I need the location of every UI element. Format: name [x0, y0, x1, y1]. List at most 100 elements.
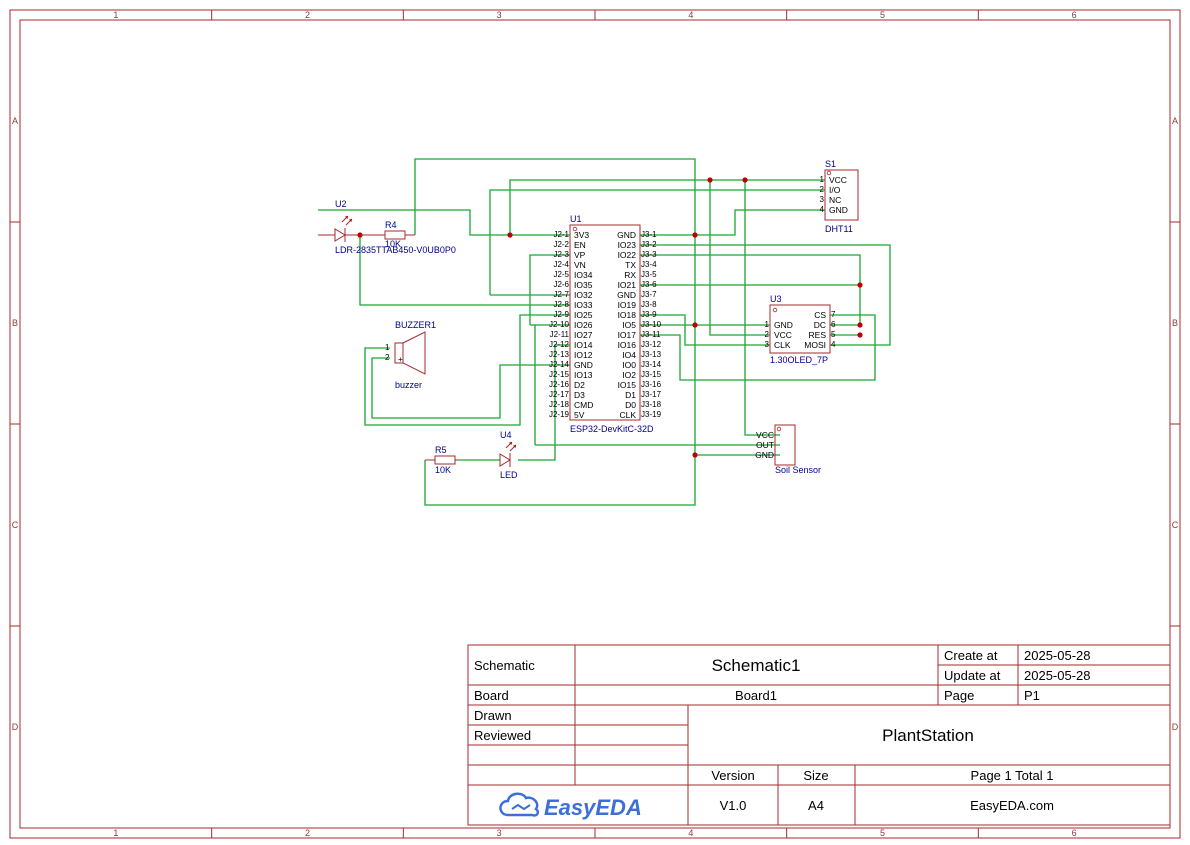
u1-left-pin-number: J2-16 — [549, 380, 570, 389]
s1-pin-name: I/O — [829, 185, 841, 195]
u1-left-pin-number: J2-17 — [549, 390, 570, 399]
wire — [640, 314, 770, 346]
column-label-top: 6 — [1072, 10, 1077, 20]
u1-right-pin-number: J3-7 — [641, 290, 657, 299]
wire — [509, 179, 825, 235]
u1-left-pin-name: GND — [574, 360, 593, 370]
wire — [424, 455, 696, 506]
row-label-left: B — [12, 318, 18, 328]
buzzer-component[interactable]: BUZZER1 1 2 + buzzer — [385, 320, 436, 390]
led-component[interactable]: U4 LED — [499, 430, 518, 480]
u1-left-pin-name: CMD — [574, 400, 593, 410]
u4-designator: U4 — [500, 430, 512, 440]
s1-pin-number: 4 — [820, 205, 825, 214]
junction — [742, 177, 748, 183]
u1-right-pin-name: D0 — [625, 400, 636, 410]
s1-pin-number: 1 — [820, 175, 825, 184]
column-label-bottom: 6 — [1072, 828, 1077, 838]
u1-right-pin-name: D1 — [625, 390, 636, 400]
row-label-right: B — [1172, 318, 1178, 328]
u1-left-pin-number: J2-15 — [549, 370, 570, 379]
u1-left-pin-name: D3 — [574, 390, 585, 400]
wire — [489, 189, 825, 295]
resistor-r5[interactable]: R5 10K — [425, 445, 458, 475]
u1-left-pin-number: J2-5 — [553, 270, 569, 279]
tb-page-value: P1 — [1024, 688, 1040, 703]
column-label-top: 3 — [497, 10, 502, 20]
u1-right-pin-name: IO5 — [622, 320, 636, 330]
u3-left-pin-number: 2 — [765, 330, 770, 339]
u1-right-pin-number: J3-1 — [641, 230, 657, 239]
r4-value: 10K — [385, 239, 401, 249]
u3-left-pin-name: VCC — [774, 330, 792, 340]
u1-right-pin-number: J3-18 — [641, 400, 662, 409]
cloud-icon — [499, 792, 540, 817]
easyeda-logo: EasyEDA — [499, 792, 642, 820]
esp32-devkit-component[interactable]: U1 ESP32-DevKitC-32D 3V3J2-1ENJ2-2VPJ2-3… — [549, 214, 662, 434]
resistor-r4[interactable]: R4 10K — [360, 220, 415, 249]
u1-right-pin-number: J3-12 — [641, 340, 662, 349]
u3-right-pin-number: 4 — [831, 340, 836, 349]
u1-left-pin-number: J2-3 — [553, 250, 569, 259]
tb-update-label: Update at — [944, 668, 1001, 683]
u1-right-pin-name: IO17 — [618, 330, 637, 340]
u2-designator: U2 — [335, 199, 347, 209]
row-label-left: C — [12, 520, 19, 530]
wire — [640, 244, 891, 346]
u1-right-pin-number: J3-13 — [641, 350, 662, 359]
column-label-top: 4 — [688, 10, 693, 20]
u1-left-pin-name: 3V3 — [574, 230, 589, 240]
r5-value: 10K — [435, 465, 451, 475]
junction — [707, 177, 713, 183]
column-label-bottom: 3 — [497, 828, 502, 838]
row-label-left: A — [12, 116, 18, 126]
junction — [857, 282, 863, 288]
u1-left-pin-name: IO32 — [574, 290, 593, 300]
tb-version-label: Version — [711, 768, 754, 783]
junction — [692, 452, 698, 458]
row-label-right: A — [1172, 116, 1178, 126]
u4-name: LED — [500, 470, 518, 480]
title-block: Schematic Schematic1 Create at 2025-05-2… — [467, 644, 1171, 826]
u1-left-pin-name: IO25 — [574, 310, 593, 320]
u1-name: ESP32-DevKitC-32D — [570, 424, 654, 434]
s1-pin-number: 2 — [820, 185, 825, 194]
s1-pin-name: GND — [829, 205, 848, 215]
u1-right-pin-name: IO15 — [618, 380, 637, 390]
ldr-component[interactable]: U2 LDR-2835TTAB450-V0UB0P0 — [318, 199, 456, 255]
wire — [744, 180, 780, 436]
u1-right-pin-number: J3-10 — [641, 320, 662, 329]
tb-page-total: Page 1 Total 1 — [971, 768, 1054, 783]
u3-left-pin-name: CLK — [774, 340, 791, 350]
u1-left-pin-name: IO26 — [574, 320, 593, 330]
junction — [692, 322, 698, 328]
u1-left-pin-number: J2-13 — [549, 350, 570, 359]
tb-schematic-value: Schematic1 — [712, 656, 801, 675]
u1-right-pin-name: IO16 — [618, 340, 637, 350]
u1-right-pin-name: CLK — [619, 410, 636, 420]
u1-left-pin-name: EN — [574, 240, 586, 250]
wire — [709, 180, 770, 336]
u3-right-pin-name: CS — [814, 310, 826, 320]
junction — [692, 232, 698, 238]
u1-left-pin-number: J2-19 — [549, 410, 570, 419]
tb-drawn-label: Drawn — [474, 708, 512, 723]
u1-right-pin-name: RX — [624, 270, 636, 280]
u1-left-pin-name: 5V — [574, 410, 585, 420]
u1-left-pin-name: IO34 — [574, 270, 593, 280]
tb-page-label: Page — [944, 688, 974, 703]
s1-pin-name: NC — [829, 195, 841, 205]
u3-name: 1.30OLED_7P — [770, 355, 828, 365]
u1-left-pin-number: J2-6 — [553, 280, 569, 289]
u1-right-pin-number: J3-8 — [641, 300, 657, 309]
u3-right-pin-number: 6 — [831, 320, 836, 329]
buzzer-pin2: 2 — [385, 353, 390, 362]
tb-board-value: Board1 — [735, 688, 777, 703]
u1-left-pin-number: J2-11 — [550, 330, 570, 339]
soil-name: Soil Sensor — [775, 465, 821, 475]
row-label-left: D — [12, 722, 19, 732]
